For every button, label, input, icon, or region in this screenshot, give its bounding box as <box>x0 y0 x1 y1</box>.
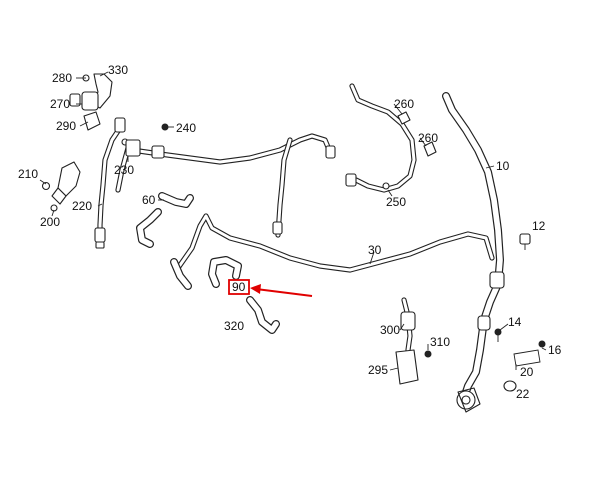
label-90: 90 <box>232 280 246 294</box>
leader-lines <box>39 71 547 371</box>
label-14: 14 <box>508 315 522 329</box>
label-200: 200 <box>40 215 60 229</box>
part-22-seal <box>503 380 517 392</box>
label-290: 290 <box>56 119 76 133</box>
line-10 <box>442 92 505 413</box>
part-295-bracket <box>395 349 419 385</box>
part-14-bolt <box>494 328 502 342</box>
highlight-90 <box>228 279 313 297</box>
part-12-bolt <box>519 233 531 250</box>
label-270: 270 <box>50 97 70 111</box>
label-10: 10 <box>496 159 510 173</box>
label-240: 240 <box>176 121 196 135</box>
part-310-bolt <box>424 350 432 358</box>
label-60: 60 <box>142 193 156 207</box>
label-260-a: 260 <box>394 97 414 111</box>
label-30: 30 <box>368 243 382 257</box>
part-320-hose <box>246 296 280 334</box>
line-30 <box>170 213 495 290</box>
callout-labels: 280 330 270 290 240 230 210 200 220 60 2… <box>18 63 562 401</box>
label-230: 230 <box>114 163 134 177</box>
part-260-clip-b <box>423 141 437 157</box>
label-260-b: 260 <box>418 131 438 145</box>
label-330: 330 <box>108 63 128 77</box>
highlight-arrow-shaft <box>255 288 313 297</box>
highlight-arrow-head <box>250 284 261 294</box>
label-280: 280 <box>52 71 72 85</box>
line-250 <box>345 83 417 193</box>
part-60-hose <box>136 192 194 248</box>
label-16: 16 <box>548 343 562 357</box>
label-250: 250 <box>386 195 406 209</box>
part-300-sensor <box>400 297 416 353</box>
highlight-box <box>228 279 250 295</box>
part-cluster-270 <box>69 73 113 131</box>
part-240-bolt <box>161 123 174 131</box>
label-295: 295 <box>368 363 388 377</box>
line-assembly-220 <box>94 117 131 249</box>
part-20-bracket <box>513 349 541 367</box>
label-220: 220 <box>72 199 92 213</box>
part-90-hose <box>208 256 242 288</box>
part-210-bracket <box>41 161 81 212</box>
label-210: 210 <box>18 167 38 181</box>
label-20: 20 <box>520 365 534 379</box>
label-300: 300 <box>380 323 400 337</box>
label-320: 320 <box>224 319 244 333</box>
label-12: 12 <box>532 219 546 233</box>
label-22: 22 <box>516 387 530 401</box>
part-260-clip-a <box>397 111 411 125</box>
part-16-bolt <box>538 340 546 348</box>
line-assembly-230 <box>125 133 336 238</box>
label-310: 310 <box>430 335 450 349</box>
